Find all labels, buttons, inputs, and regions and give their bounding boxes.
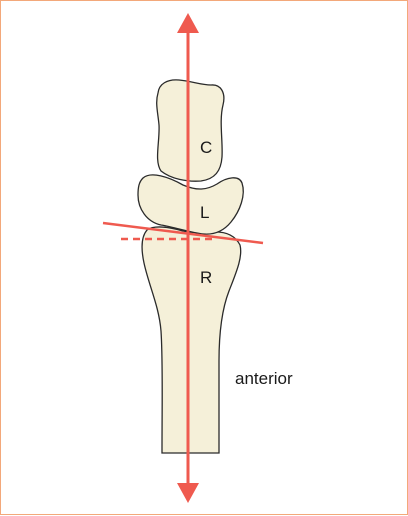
label-radius: R xyxy=(200,268,212,287)
capitate-bone xyxy=(157,80,224,181)
arrow-up-icon xyxy=(177,13,199,33)
label-capitate: C xyxy=(200,138,212,157)
label-view-anterior: anterior xyxy=(235,369,293,388)
arrow-down-icon xyxy=(177,483,199,503)
label-lunate: L xyxy=(200,203,209,222)
radius-bone xyxy=(142,227,241,453)
lunate-bone xyxy=(138,175,243,234)
